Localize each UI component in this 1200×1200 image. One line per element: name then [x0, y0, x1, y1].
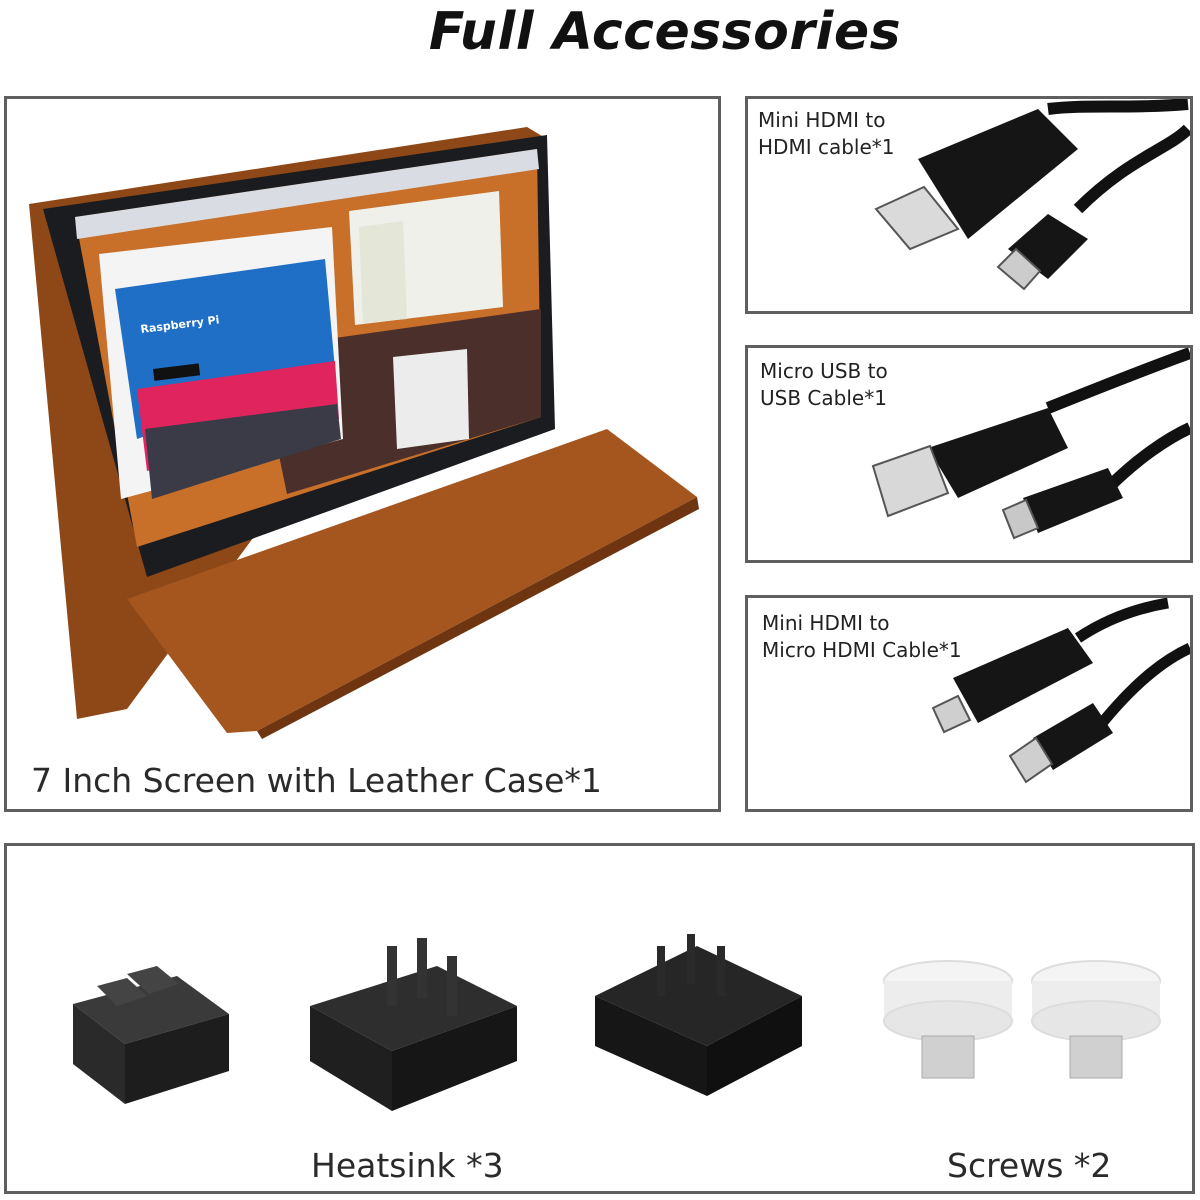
- micro-usb-to-usb-panel: Micro USB to USB Cable*1: [745, 345, 1193, 563]
- tablet-screen-illustration: Raspberry Pi: [29, 127, 699, 739]
- screen-with-case-panel: Raspberry Pi 7 Inch Screen with Leather …: [4, 96, 721, 812]
- heatsinks-and-screws-illustration: [73, 934, 1161, 1111]
- screen-label: 7 Inch Screen with Leather Case*1: [31, 761, 602, 800]
- mini-hdmi-to-micro-hdmi-panel: Mini HDMI to Micro HDMI Cable*1: [745, 595, 1193, 812]
- screws-label: Screws *2: [947, 1146, 1112, 1185]
- heatsink-and-screws-panel: Heatsink *3 Screws *2: [4, 843, 1195, 1194]
- micro-usb-to-usb-label: Micro USB to USB Cable*1: [760, 359, 888, 410]
- screw-icon: [1031, 960, 1161, 1079]
- page-title: Full Accessories: [428, 2, 902, 62]
- leather-case-base: [127, 429, 697, 733]
- mini-hdmi-to-hdmi-label: Mini HDMI to HDMI cable*1: [758, 108, 895, 159]
- mini-hdmi-to-hdmi-panel: Mini HDMI to HDMI cable*1: [745, 96, 1193, 314]
- mini-hdmi-to-micro-hdmi-label: Mini HDMI to Micro HDMI Cable*1: [762, 611, 962, 662]
- heatsink-small-icon: [73, 966, 229, 1104]
- screw-icon: [883, 960, 1013, 1079]
- hdmi-cable-icon: [874, 99, 1190, 291]
- heatsink-large-icon: [595, 934, 802, 1096]
- usb-cable-icon: [871, 348, 1190, 540]
- heatsink-medium-icon: [310, 938, 517, 1111]
- micro-hdmi-cable-icon: [931, 598, 1190, 784]
- calculator-window: [393, 349, 469, 449]
- heatsink-label: Heatsink *3: [311, 1146, 504, 1185]
